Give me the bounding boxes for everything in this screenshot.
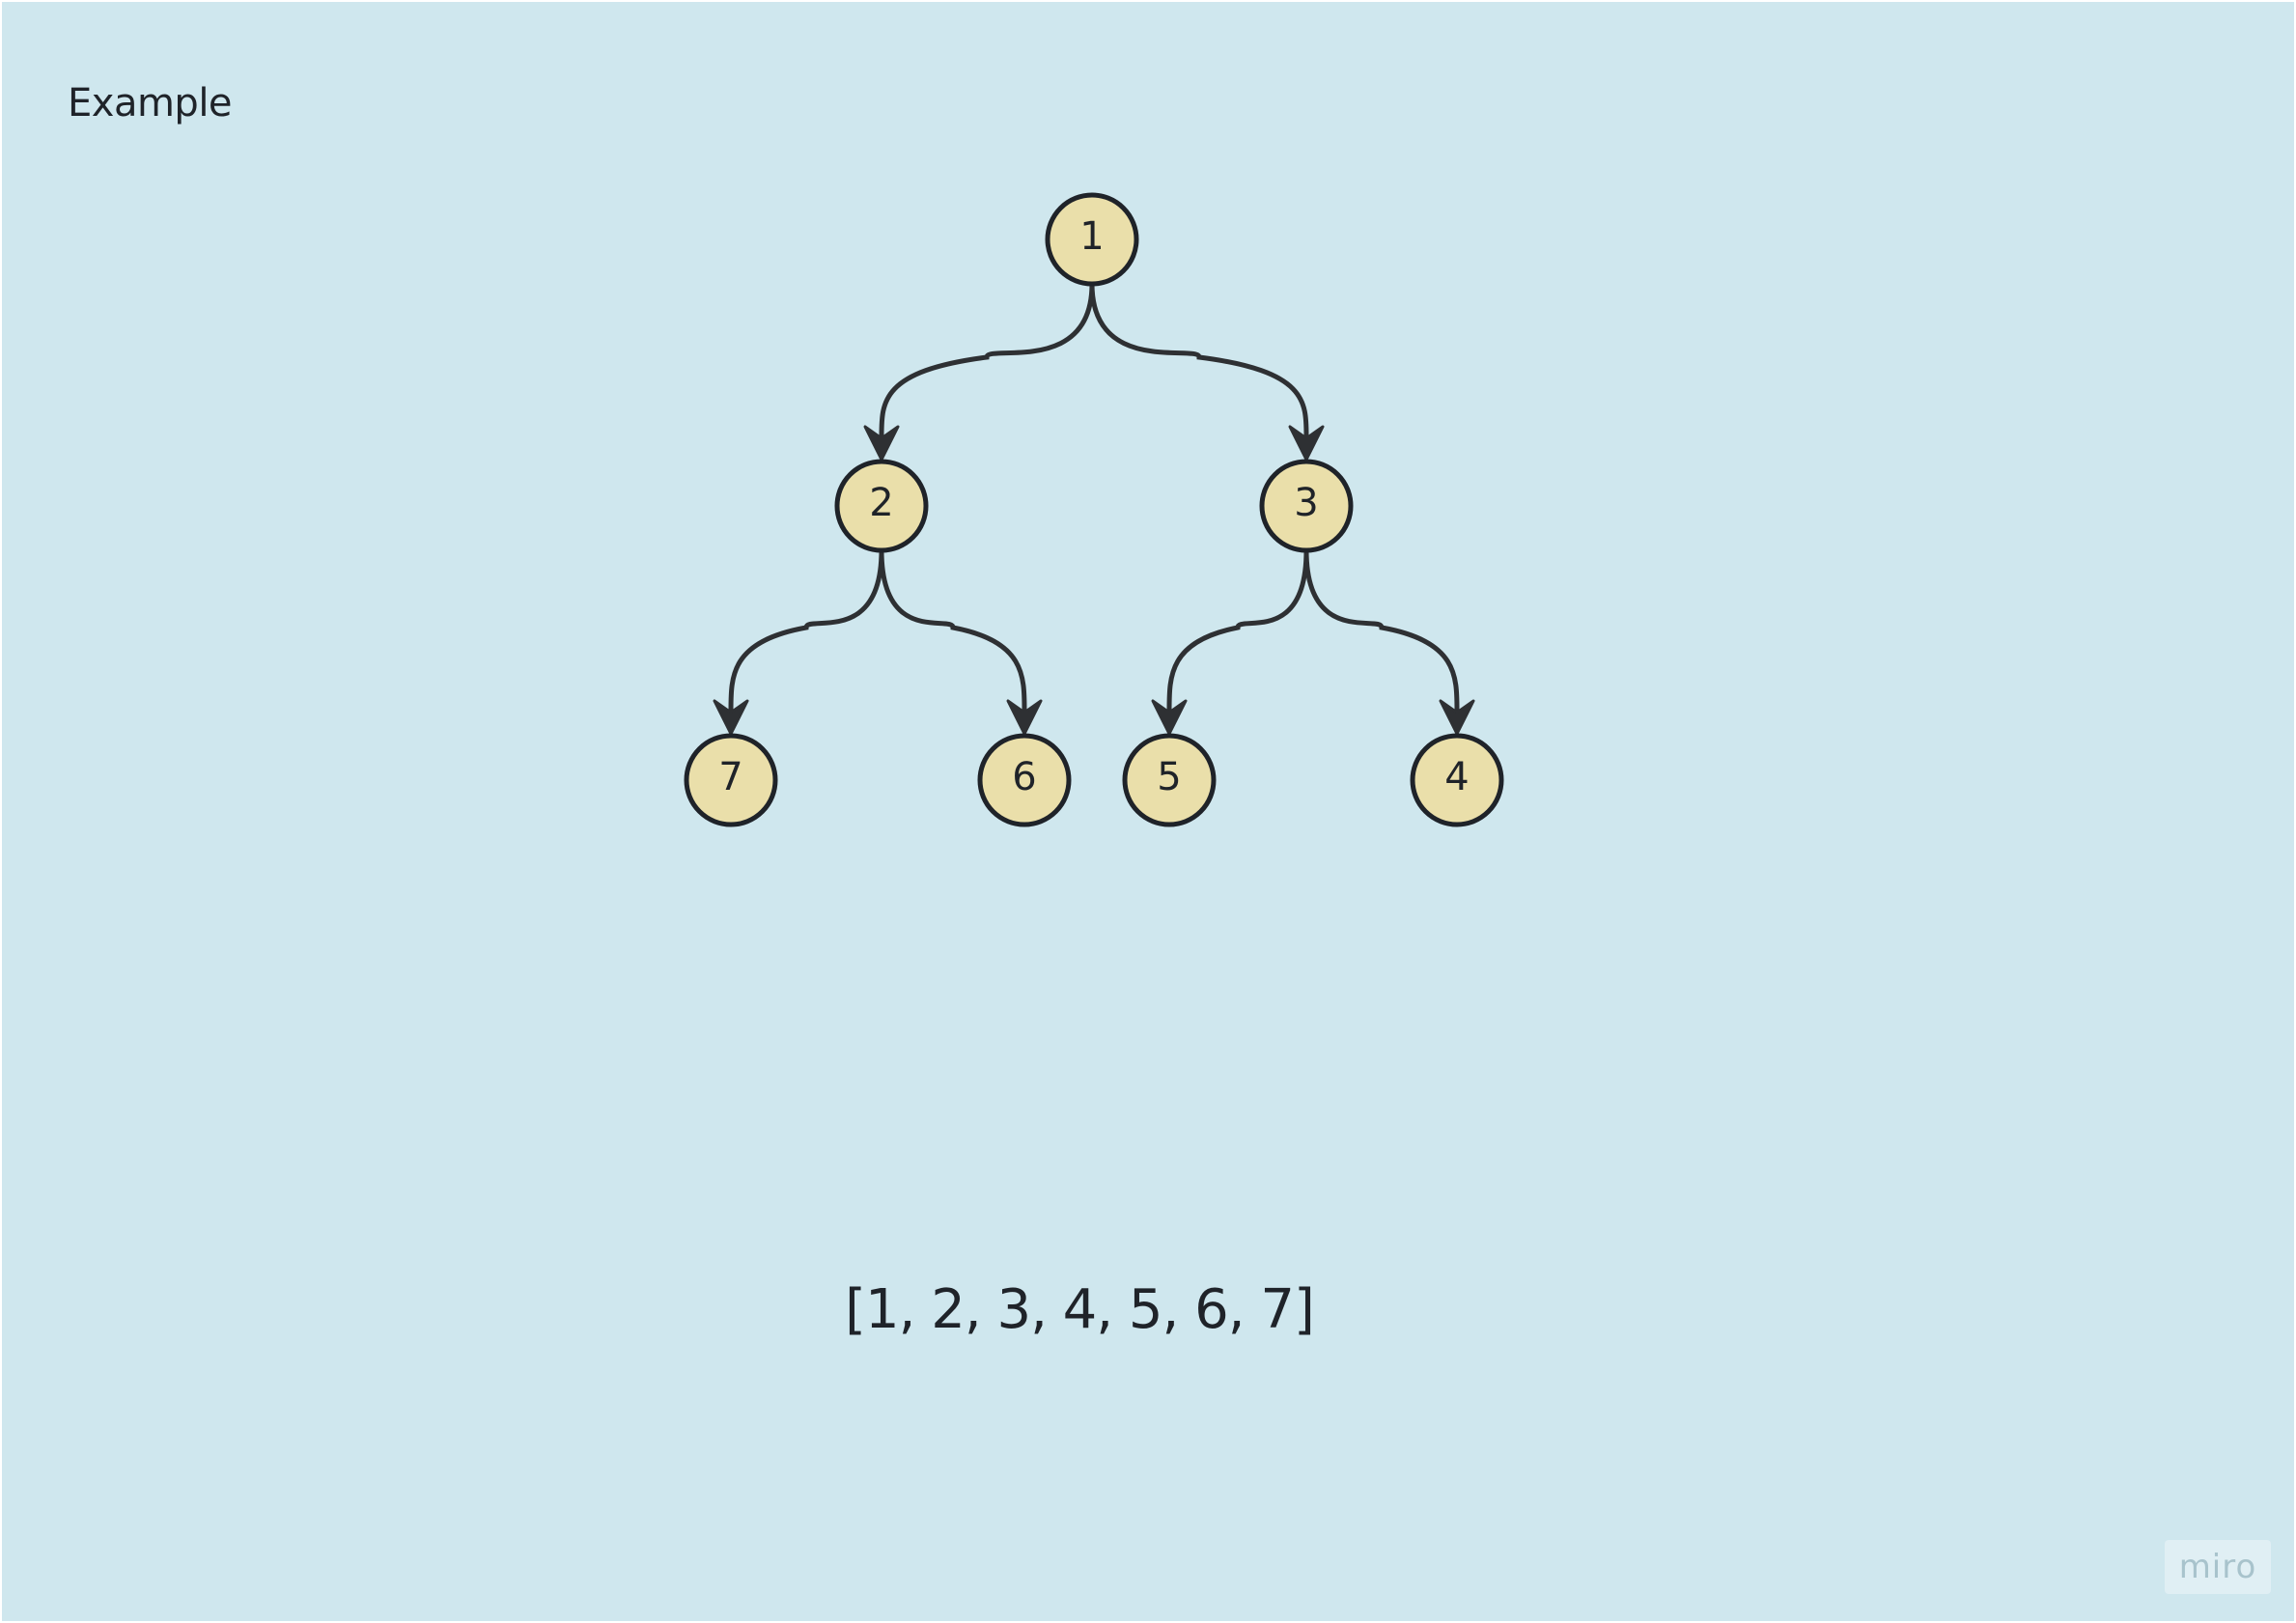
node-label: 6: [1012, 755, 1036, 799]
node-label: 1: [1079, 214, 1104, 259]
node-circle: [1259, 459, 1354, 553]
node-label: 3: [1294, 481, 1318, 525]
tree-node[interactable]: 7: [684, 733, 778, 827]
arrowhead-icon: [1006, 699, 1043, 736]
arrowhead-icon: [1151, 699, 1188, 736]
arrowhead-icon: [1288, 425, 1325, 462]
tree-edge: [879, 281, 1095, 439]
tree-node[interactable]: 5: [1122, 733, 1217, 827]
arrowhead-icon: [713, 699, 749, 736]
tree-node[interactable]: 6: [977, 733, 1072, 827]
tree-node[interactable]: 1: [1045, 192, 1139, 287]
tree-edge: [1089, 281, 1309, 439]
node-circle: [834, 459, 929, 553]
tree-edge: [1166, 547, 1309, 714]
node-circle: [1045, 192, 1139, 287]
tree-edge: [728, 547, 884, 714]
edges-layer: [713, 281, 1475, 736]
node-label: 7: [718, 755, 742, 799]
tree-node[interactable]: 2: [834, 459, 929, 553]
node-label: 4: [1444, 755, 1469, 799]
miro-watermark: miro: [2165, 1540, 2271, 1594]
node-label: 2: [869, 481, 893, 525]
arrowhead-icon: [1439, 699, 1475, 736]
tree-edge: [879, 547, 1027, 714]
array-representation: [1, 2, 3, 4, 5, 6, 7]: [845, 1278, 1315, 1341]
arrowhead-icon: [863, 425, 900, 462]
node-circle: [977, 733, 1072, 827]
tree-node[interactable]: 3: [1259, 459, 1354, 553]
node-label: 5: [1157, 755, 1181, 799]
nodes-layer: 1 2 3 7 6 5 4: [684, 192, 1504, 827]
node-circle: [684, 733, 778, 827]
tree-edge: [1303, 547, 1460, 714]
node-circle: [1122, 733, 1217, 827]
node-circle: [1410, 733, 1504, 827]
frame-title: Example: [68, 81, 233, 126]
tree-node[interactable]: 4: [1410, 733, 1504, 827]
